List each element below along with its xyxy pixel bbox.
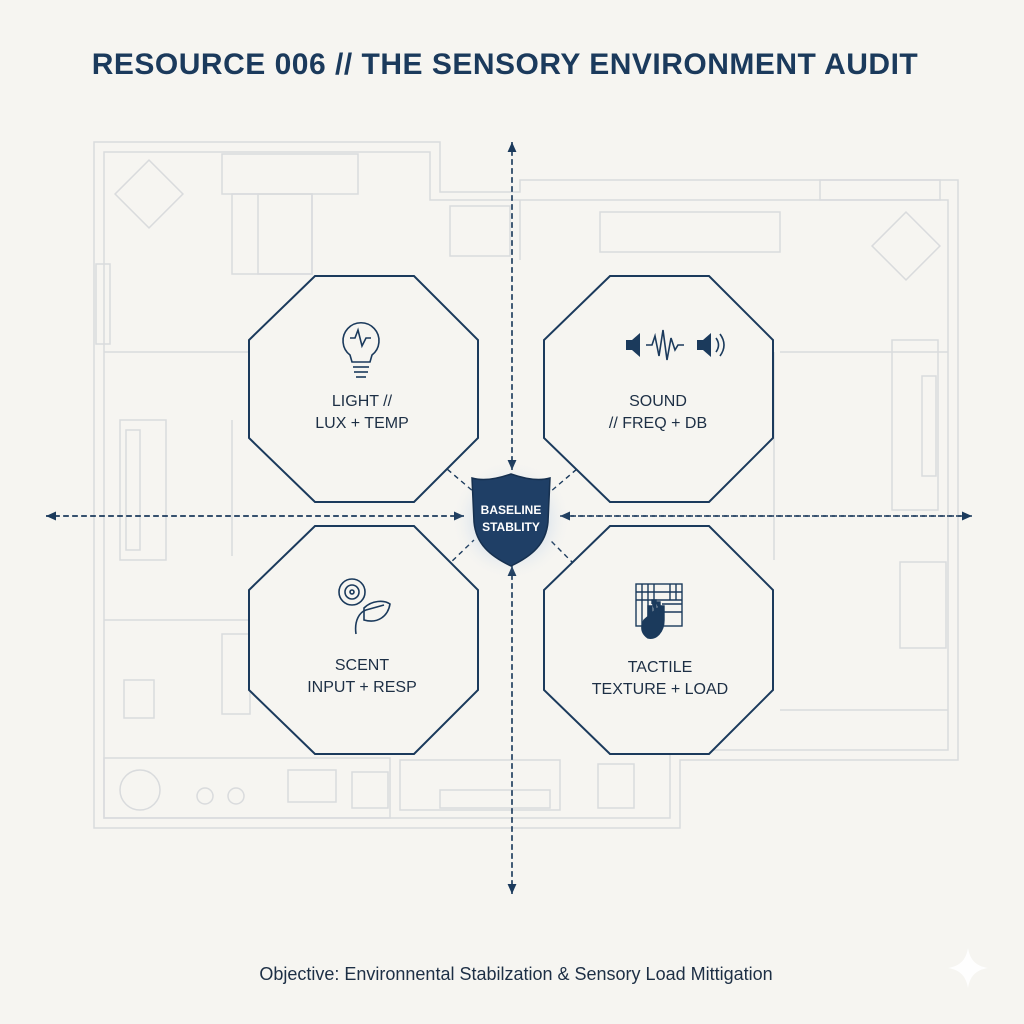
floor-plan-background bbox=[93, 141, 959, 829]
hand-texture-icon bbox=[635, 583, 683, 639]
lightbulb-icon bbox=[342, 321, 380, 378]
node-light: LIGHT // LUX + TEMP bbox=[248, 275, 479, 503]
tactile-label-line2: TEXTURE + LOAD bbox=[592, 681, 728, 698]
sound-label-line2: // FREQ + DB bbox=[609, 415, 707, 432]
scent-leaf-icon bbox=[338, 578, 391, 635]
light-label-line1: LIGHT // bbox=[332, 393, 393, 410]
center-label-line2: STABLITY bbox=[482, 520, 540, 534]
tactile-label-line1: TACTILE bbox=[628, 659, 693, 676]
center-label-line1: BASELINE bbox=[481, 503, 542, 517]
node-tactile: TACTILE TEXTURE + LOAD bbox=[543, 525, 774, 755]
footer-objective: Objective: Environnental Stabilzation & … bbox=[259, 964, 773, 984]
sound-label-line1: SOUND bbox=[629, 393, 687, 410]
scent-label-line1: SCENT bbox=[335, 657, 389, 674]
light-label-line2: LUX + TEMP bbox=[315, 415, 409, 432]
page-title: RESOURCE 006 // THE SENSORY ENVIRONMENT … bbox=[91, 48, 919, 81]
axes bbox=[46, 142, 972, 894]
node-scent: SCENT INPUT + RESP bbox=[248, 525, 479, 755]
sparkle-watermark-icon bbox=[948, 948, 988, 988]
node-sound: SOUND // FREQ + DB bbox=[543, 275, 774, 503]
baseline-stability-shield: BASELINE STABLITY bbox=[451, 460, 571, 580]
scent-label-line2: INPUT + RESP bbox=[307, 679, 417, 696]
speaker-waveform-icon bbox=[626, 329, 725, 361]
